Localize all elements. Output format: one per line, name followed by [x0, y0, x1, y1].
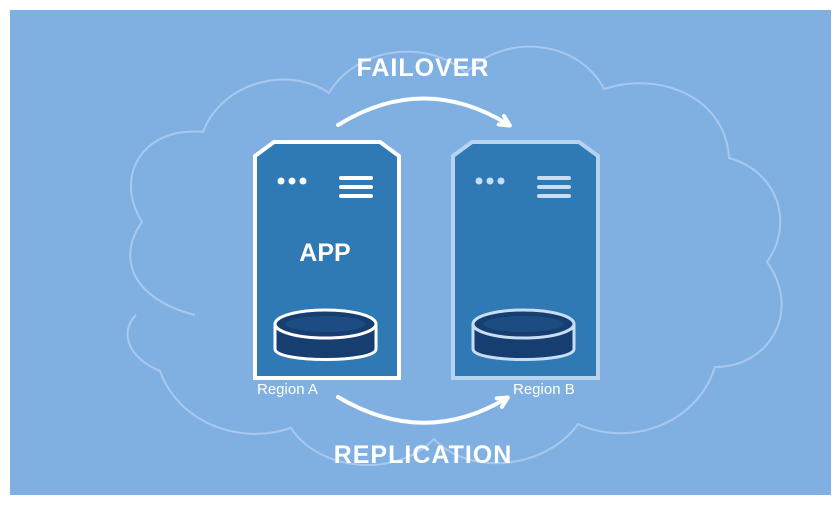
replication-label: REPLICATION	[334, 441, 513, 469]
primary-server-indicator-dot-1	[277, 177, 285, 185]
primary-server-indicator-dot-3	[299, 177, 307, 185]
primary-server: APP	[253, 140, 401, 380]
diagram-background	[10, 10, 831, 495]
secondary-server-vent-3	[537, 194, 571, 198]
primary-server-vent-3	[339, 194, 373, 198]
secondary-database-icon	[471, 308, 576, 361]
primary-server-indicator-dot-2	[288, 177, 296, 185]
primary-server-vent-1	[339, 176, 373, 180]
cloud-outline	[126, 45, 783, 467]
failover-label: FAILOVER	[356, 54, 489, 82]
failover-diagram-svg: FAILOVER APP	[10, 10, 831, 495]
failover-arrow-icon	[336, 96, 512, 128]
secondary-server-vent-2	[537, 185, 571, 189]
secondary-server-indicator-dot-2	[486, 177, 494, 185]
primary-server-vent-2	[339, 185, 373, 189]
secondary-server-vent-1	[537, 176, 571, 180]
diagram-panel: FAILOVER APP	[10, 10, 831, 495]
secondary-server-indicator-dot-1	[475, 177, 483, 185]
primary-database-icon	[273, 308, 378, 361]
secondary-server-indicator-dot-3	[497, 177, 505, 185]
secondary-region-label: Region B	[513, 381, 575, 398]
replication-arrow-icon	[336, 395, 510, 425]
primary-server-label: APP	[299, 239, 350, 267]
primary-region-label: Region A	[257, 381, 318, 398]
secondary-server	[451, 140, 600, 380]
